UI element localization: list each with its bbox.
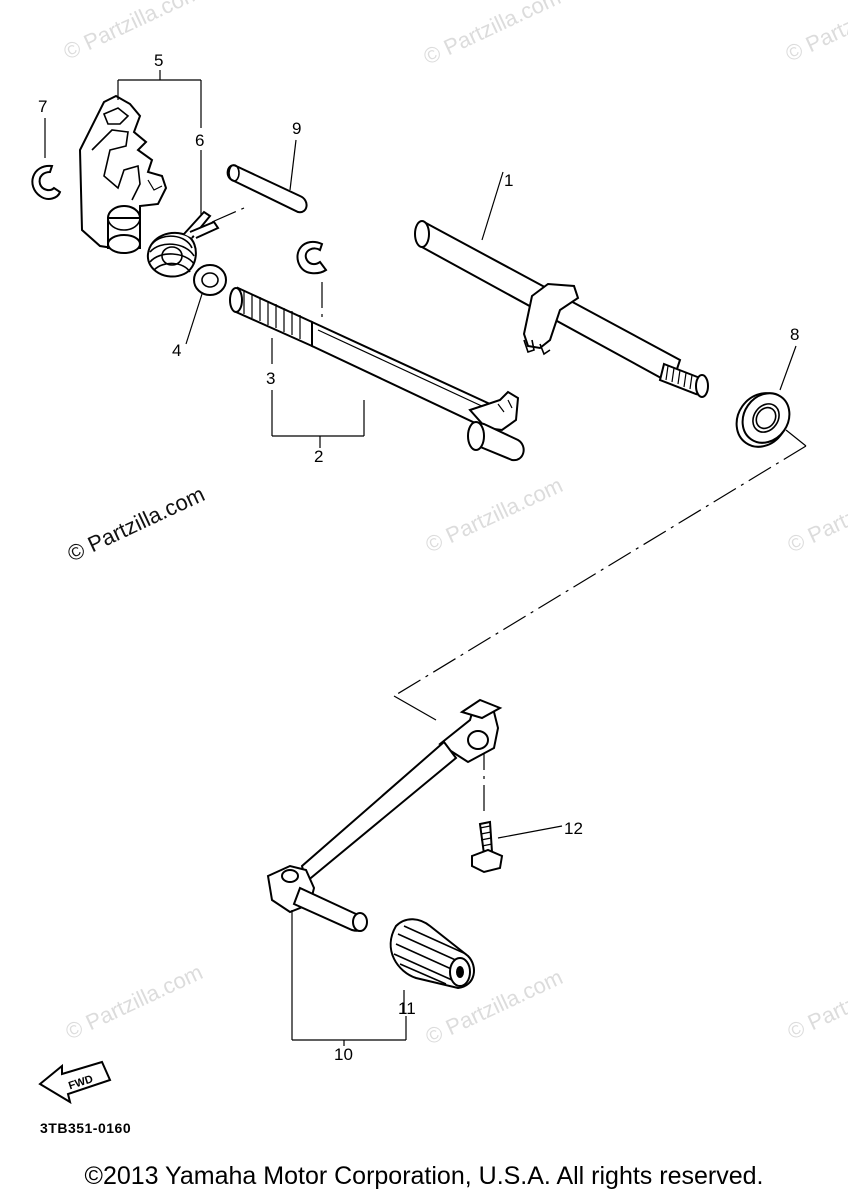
diagram-code: 3TB351-0160 bbox=[40, 1120, 132, 1136]
label-bracket-5 bbox=[117, 70, 202, 218]
part-1-shaft bbox=[414, 171, 709, 398]
part-10-shift-pedal bbox=[266, 698, 503, 932]
watermark: © Partzilla.com bbox=[420, 0, 565, 70]
part-label-3: 3 bbox=[266, 369, 275, 388]
copyright-notice: ©2013 Yamaha Motor Corporation, U.S.A. A… bbox=[84, 1162, 764, 1190]
watermark: © Partzilla.com bbox=[60, 0, 205, 65]
part-label-2: 2 bbox=[314, 447, 323, 466]
fwd-arrow-icon: FWD bbox=[38, 1060, 112, 1105]
part-label-11: 11 bbox=[398, 999, 416, 1018]
part-labels: 1 2 3 4 5 6 7 8 9 10 11 12 bbox=[38, 51, 799, 1064]
part-label-5: 5 bbox=[154, 51, 163, 70]
part-12-bolt bbox=[471, 820, 563, 874]
part-2-shift-shaft bbox=[229, 286, 525, 462]
assembly-dash-line bbox=[393, 429, 807, 812]
part-label-6: 6 bbox=[195, 131, 204, 150]
watermark: © Partzilla.com bbox=[782, 0, 848, 67]
watermark: © Partzilla.com bbox=[784, 472, 848, 557]
watermarks: © Partzilla.com © Partzilla.com © Partzi… bbox=[60, 0, 848, 1050]
watermark: © Partzilla.com bbox=[422, 472, 567, 557]
part-7-circlip bbox=[31, 118, 62, 200]
part-5-shift-lever bbox=[78, 94, 168, 254]
watermark: © Partzilla.com bbox=[64, 481, 209, 566]
part-9-pin bbox=[211, 139, 308, 223]
part-8-oil-seal bbox=[735, 345, 797, 448]
part-4-washer bbox=[185, 264, 227, 345]
watermark: © Partzilla.com bbox=[784, 959, 848, 1044]
label-bracket-10 bbox=[291, 910, 407, 1046]
part-6-spring bbox=[146, 210, 220, 278]
watermark: © Partzilla.com bbox=[62, 959, 207, 1044]
part-label-1: 1 bbox=[504, 171, 513, 190]
part-label-9: 9 bbox=[292, 119, 301, 138]
part-11-pedal-rubber bbox=[389, 918, 475, 1014]
part-label-8: 8 bbox=[790, 325, 799, 344]
part-label-4: 4 bbox=[172, 341, 181, 360]
part-label-10: 10 bbox=[334, 1045, 353, 1064]
part-label-12: 12 bbox=[564, 819, 583, 838]
part-label-7: 7 bbox=[38, 97, 47, 116]
part-3-circlip bbox=[296, 241, 328, 320]
label-bracket-2 bbox=[271, 338, 365, 448]
